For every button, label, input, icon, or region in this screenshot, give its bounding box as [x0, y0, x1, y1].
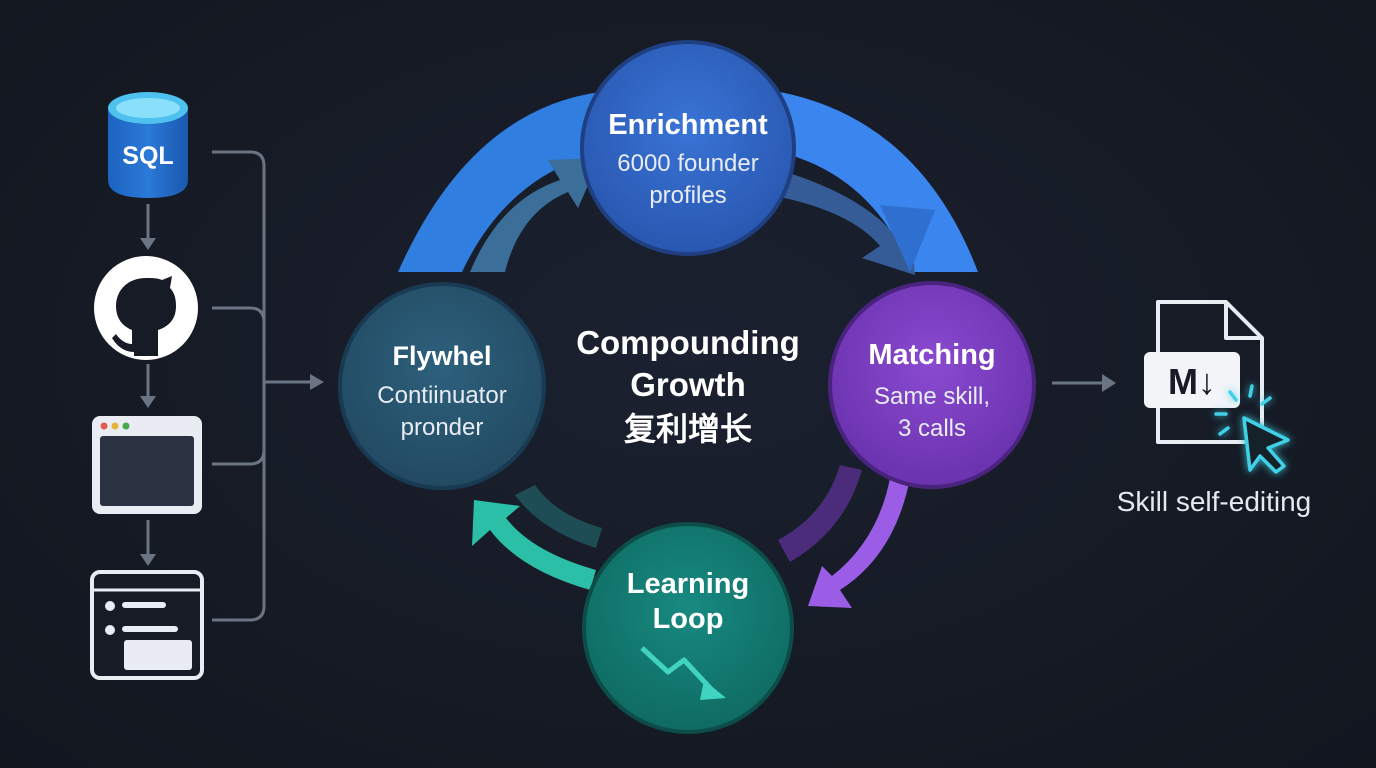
enrichment-subtitle-1: 6000 founder	[617, 150, 758, 177]
node-enrichment[interactable]: Enrichment 6000 founder profiles	[580, 40, 796, 256]
learning-title: Learning	[627, 568, 749, 600]
flywheel-subtitle-2: pronder	[401, 414, 484, 441]
flywheel-subtitle-1: Contiinuator	[377, 382, 506, 409]
outer-arc-teal	[472, 500, 596, 590]
inner-arc-teal	[515, 485, 602, 548]
browser-window-icon[interactable]	[92, 416, 202, 514]
sql-label: SQL	[122, 142, 173, 170]
enrichment-title: Enrichment	[608, 109, 768, 141]
enrichment-subtitle-2: profiles	[649, 182, 726, 209]
outer-arc-purple	[808, 478, 910, 608]
node-matching[interactable]: Matching Same skill, 3 calls	[828, 281, 1036, 489]
inner-arc-steel-right	[770, 170, 915, 275]
output-caption: Skill self-editing	[1117, 486, 1312, 517]
inner-arc-purple	[778, 465, 862, 562]
center-label: Compounding Growth 复利增长	[576, 324, 800, 448]
center-line-2: Growth	[630, 366, 745, 403]
output-connector	[1052, 374, 1116, 392]
outer-arc-blue	[398, 92, 612, 272]
node-learning-loop[interactable]: Learning Loop	[582, 522, 794, 734]
center-line-3: 复利增长	[624, 410, 752, 448]
markdown-label: M↓	[1168, 361, 1216, 402]
database-icon[interactable]: SQL	[108, 92, 188, 198]
flywheel-title: Flywhel	[392, 341, 491, 371]
cursor-click-icon	[1214, 384, 1290, 474]
chat-window-icon[interactable]	[90, 570, 204, 680]
github-icon[interactable]	[94, 256, 198, 360]
outer-arc-blue-arrowhead	[880, 205, 935, 272]
matching-title: Matching	[868, 339, 995, 371]
trend-down-icon	[640, 646, 726, 700]
learning-title-line2: Loop	[653, 603, 724, 635]
matching-subtitle-2: 3 calls	[898, 415, 966, 442]
node-flywheel[interactable]: Flywhel Contiinuator pronder	[338, 282, 546, 490]
source-connectors	[140, 150, 324, 622]
matching-subtitle-1: Same skill,	[874, 383, 990, 410]
center-line-1: Compounding	[576, 324, 800, 361]
markdown-file-icon[interactable]: M↓	[1144, 300, 1264, 444]
inner-arc-steel-left	[470, 158, 600, 272]
